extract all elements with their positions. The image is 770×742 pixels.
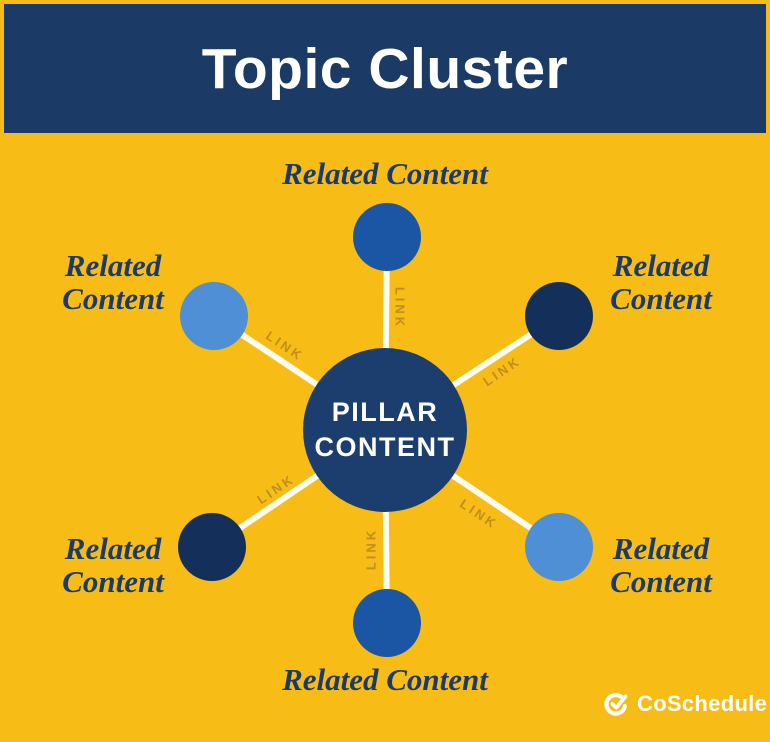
related-label-top: Related Content xyxy=(282,156,488,191)
pillar-content-node: PILLAR CONTENT xyxy=(303,348,467,512)
related-node-top-left xyxy=(180,282,248,350)
page-title: Topic Cluster xyxy=(201,36,569,101)
related-label-top-left: Related Content xyxy=(62,248,164,317)
link-label-top: LINK xyxy=(392,286,408,330)
related-label-bottom-right: Related Content xyxy=(610,531,712,600)
header-banner: Topic Cluster xyxy=(4,4,766,133)
related-node-bottom-right xyxy=(525,513,593,581)
related-node-top xyxy=(353,203,421,271)
related-node-bottom xyxy=(353,589,421,657)
coschedule-logo-text: CoSchedule xyxy=(637,690,768,716)
related-label-bottom-left: Related Content xyxy=(62,531,164,600)
coschedule-check-icon xyxy=(604,692,628,716)
related-node-bottom-left xyxy=(178,513,246,581)
coschedule-logo: CoSchedule xyxy=(604,690,767,717)
related-label-bottom: Related Content xyxy=(282,662,488,697)
pillar-content-label: PILLAR CONTENT xyxy=(314,396,456,462)
link-label-bottom: LINK xyxy=(363,527,379,571)
related-label-top-right: Related Content xyxy=(610,248,712,317)
related-node-top-right xyxy=(525,282,593,350)
